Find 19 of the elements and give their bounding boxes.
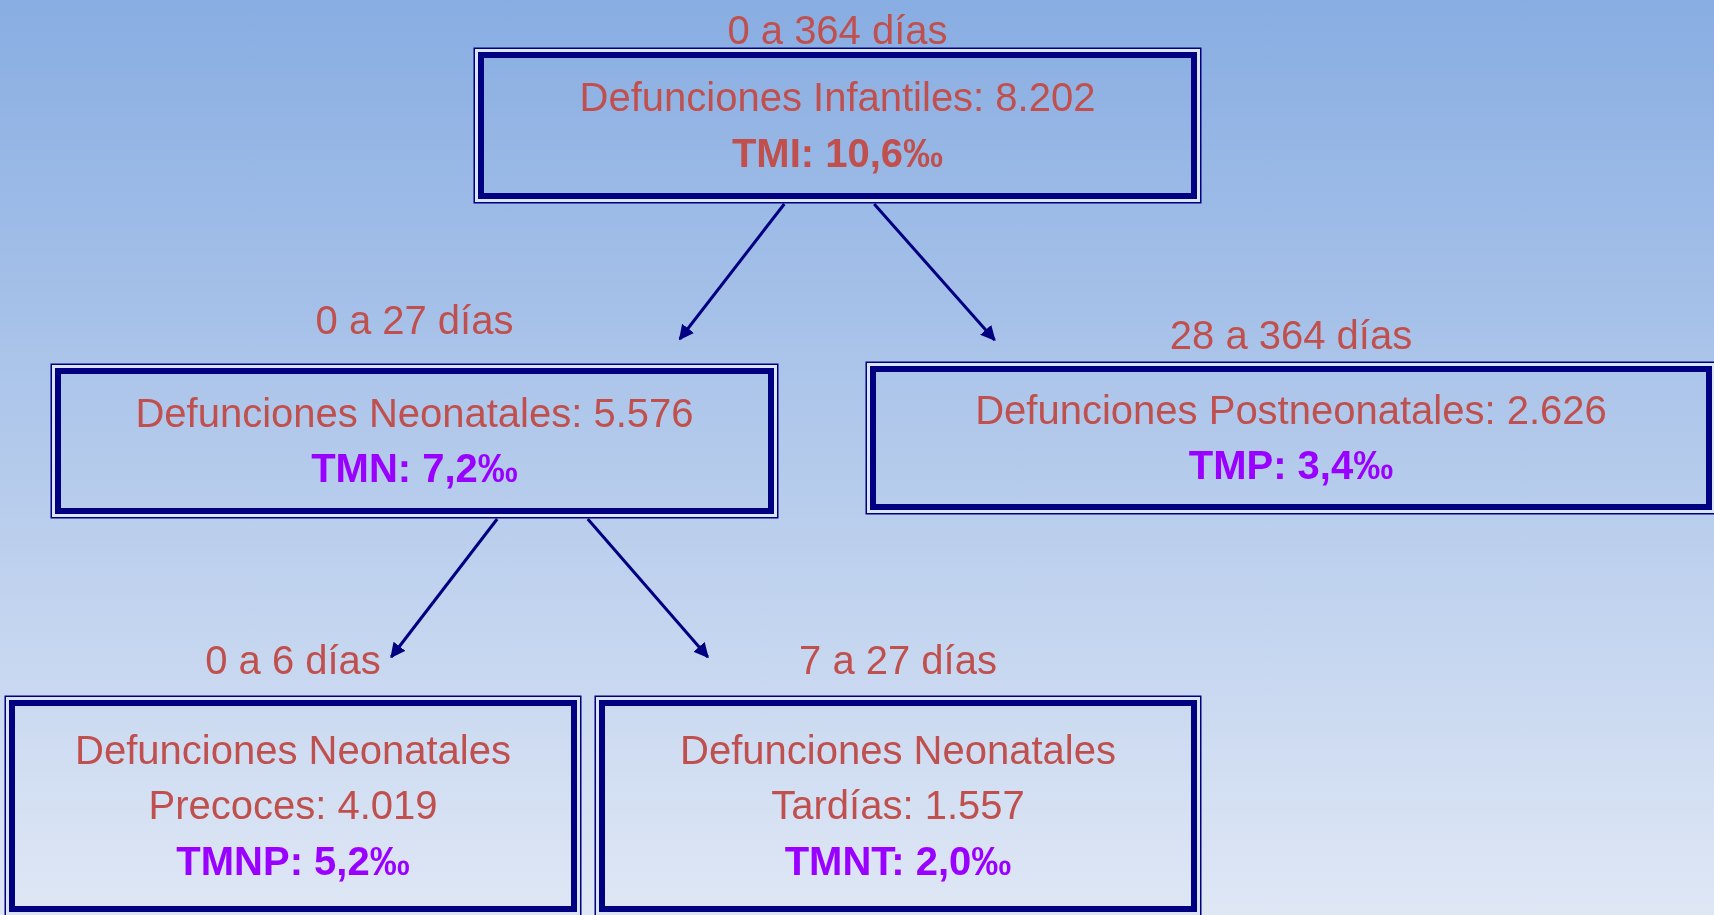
arrow <box>873 203 996 342</box>
death-count-text: Defunciones Postneonatales: 2.626 <box>975 386 1607 434</box>
death-count-text: Defunciones Neonatales Tardías: 1.557 <box>679 727 1117 830</box>
rate-text: TMP: 3,4‰ <box>1188 442 1394 489</box>
death-count-text: Defunciones Infantiles: 8.202 <box>579 74 1096 122</box>
death-count-text: Defunciones Neonatales: 5.576 <box>135 389 694 437</box>
rate-text: TMNP: 5,2‰ <box>176 837 410 885</box>
death-count-text: Defunciones Neonatales Precoces: 4.019 <box>74 727 512 830</box>
arrow <box>678 203 786 341</box>
age-range-heading: 0 a 364 días <box>727 8 948 52</box>
age-range-heading: 0 a 6 días <box>205 638 381 682</box>
age-range-heading: 0 a 27 días <box>315 298 514 342</box>
rate-text: TMI: 10,6‰ <box>731 129 944 177</box>
rate-text: TMNT: 2,0‰ <box>784 837 1012 885</box>
rate-text: TMN: 7,2‰ <box>311 445 518 492</box>
arrow <box>586 518 709 659</box>
age-range-heading: 28 a 364 días <box>1169 313 1413 357</box>
age-range-heading: 7 a 27 días <box>799 638 997 682</box>
arrow <box>390 518 499 659</box>
